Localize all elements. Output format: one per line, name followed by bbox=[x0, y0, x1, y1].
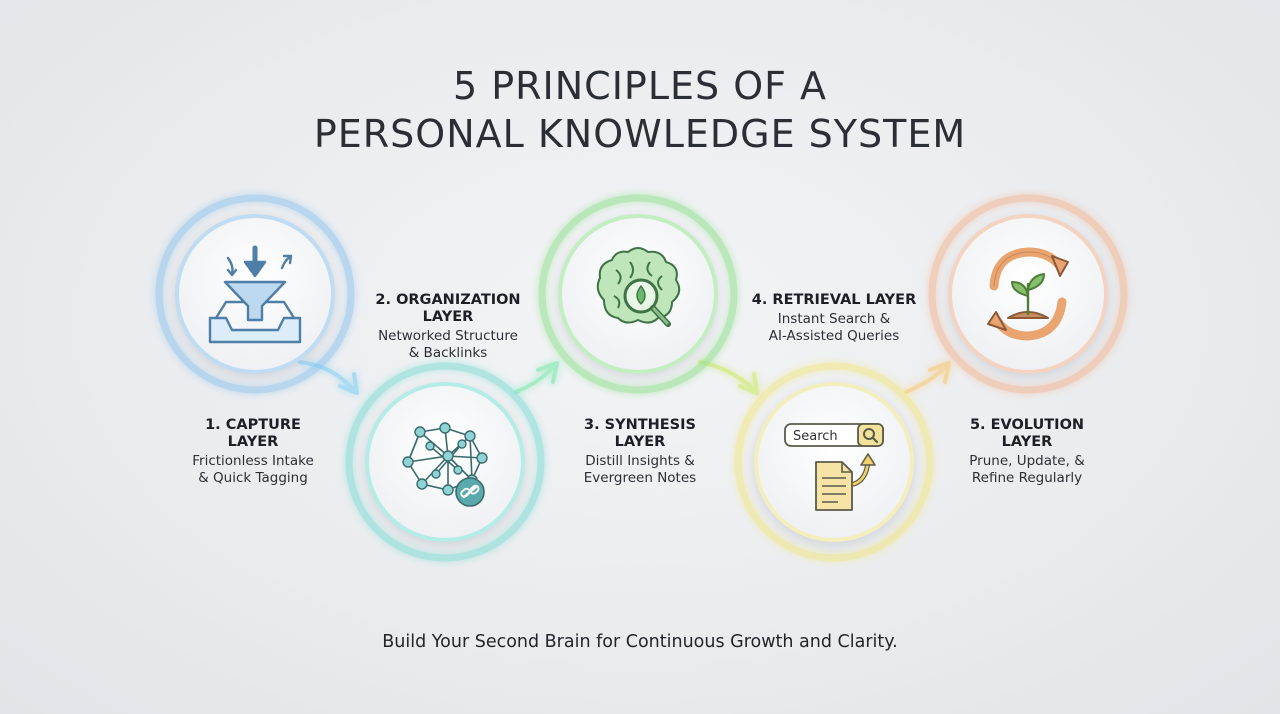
tagline: Build Your Second Brain for Continuous G… bbox=[382, 632, 898, 652]
step-1-title-line-1: 1. CAPTURE bbox=[205, 417, 301, 433]
step-1-desc-line-1: Frictionless Intake bbox=[192, 453, 314, 469]
step-2-desc-line-1: Networked Structure bbox=[378, 328, 518, 344]
step-2-title-line-1: 2. ORGANIZATION bbox=[375, 292, 521, 308]
step-3-desc-line-2: Evergreen Notes bbox=[583, 470, 697, 486]
funnel-inbox-icon bbox=[208, 245, 302, 344]
title-line-1: 5 PRINCIPLES OF A bbox=[452, 64, 828, 108]
step-4-desc-line-1: Instant Search & bbox=[777, 311, 891, 327]
step-2-circle bbox=[345, 362, 545, 562]
step-3-title-line-2: LAYER bbox=[614, 434, 666, 450]
search-box-text: Search bbox=[793, 429, 838, 444]
step-1-desc-line-2: & Quick Tagging bbox=[198, 470, 308, 486]
step-4-desc-line-2: AI-Assisted Queries bbox=[768, 328, 900, 344]
step-3-title-line-1: 3. SYNTHESIS bbox=[584, 417, 696, 433]
step-5-label: 5. EVOLUTION LAYER Prune, Update, & Refi… bbox=[917, 417, 1137, 487]
title-line-2: PERSONAL KNOWLEDGE SYSTEM bbox=[313, 112, 967, 156]
step-1-circle bbox=[155, 194, 355, 394]
step-4-circle: Search bbox=[734, 362, 934, 562]
step-4-title-line-1: 4. RETRIEVAL LAYER bbox=[751, 292, 917, 308]
step-5-title-line-2: LAYER bbox=[1001, 434, 1053, 450]
step-3-desc-line-1: Distill Insights & bbox=[585, 453, 695, 469]
step-1-label: 1. CAPTURE LAYER Frictionless Intake & Q… bbox=[143, 417, 363, 487]
step-5-title-line-1: 5. EVOLUTION bbox=[969, 417, 1085, 433]
network-link-icon bbox=[402, 422, 488, 507]
brain-magnifier-icon bbox=[596, 247, 681, 327]
step-2-title-line-2: LAYER bbox=[422, 309, 474, 325]
step-2-label: 2. ORGANIZATION LAYER Networked Structur… bbox=[338, 292, 558, 362]
step-5-desc-line-2: Refine Regularly bbox=[971, 470, 1083, 486]
step-4-label: 4. RETRIEVAL LAYER Instant Search & AI-A… bbox=[724, 292, 944, 345]
step-3-circle bbox=[538, 194, 738, 394]
arrow-1-to-2 bbox=[298, 360, 359, 395]
arrow-2-to-3 bbox=[514, 361, 559, 394]
diagram-title: 5 PRINCIPLES OF A PERSONAL KNOWLEDGE SYS… bbox=[0, 62, 1280, 158]
step-5-circle bbox=[928, 194, 1128, 394]
search-document-icon: Search bbox=[784, 423, 884, 511]
arrow-3-to-4 bbox=[698, 360, 759, 395]
step-3-label: 3. SYNTHESIS LAYER Distill Insights & Ev… bbox=[530, 417, 750, 487]
step-2-desc-line-2: & Backlinks bbox=[408, 345, 488, 361]
arrow-4-to-5 bbox=[904, 361, 951, 394]
step-1-title-line-2: LAYER bbox=[227, 434, 279, 450]
sprout-cycle-icon bbox=[987, 247, 1069, 341]
step-5-desc-line-1: Prune, Update, & bbox=[969, 453, 1085, 469]
